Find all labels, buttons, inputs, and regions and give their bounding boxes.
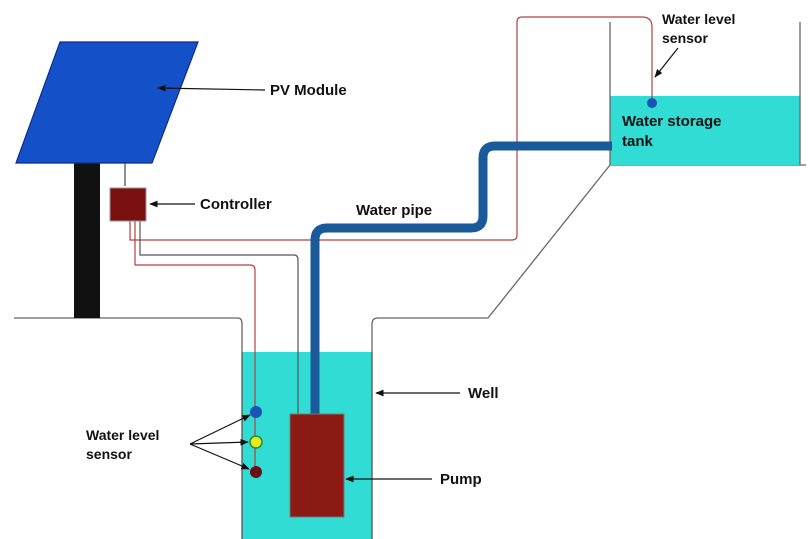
label-tank-line1: Water storage [622,113,721,130]
arrow-tank-sensor [654,47,679,78]
label-pump: Pump [440,471,482,488]
label-well-sensor-line1: Water level [86,427,159,443]
label-well: Well [468,385,499,402]
pv-pole [74,162,100,318]
label-tank-sensor-line2: sensor [662,30,708,46]
tank-level-sensor [647,98,657,108]
label-tank-sensor-line1: Water level [662,11,735,27]
water-pipe [310,141,612,414]
pv-panel [15,41,199,164]
label-well-sensor-line2: sensor [86,446,132,462]
ground-line [14,317,243,352]
arrow-well-sensor-yellow [189,438,249,446]
arrow-well-sensor-blue [189,414,251,445]
arrow-well-sensor-dark-red [189,443,250,470]
controller-box [109,187,147,222]
arrow-pv-module [157,84,266,92]
label-water-pipe: Water pipe [356,202,432,219]
label-pv-module: PV Module [270,82,347,99]
terrain-slope [371,164,806,352]
label-tank-line2: tank [622,133,654,150]
wire-controller-well-sensor [134,221,256,472]
well-sensor-blue [250,406,262,418]
wire-controller-tank-sensor [129,16,653,241]
storage-tank [609,22,801,165]
well-sensor-dark-red [250,466,262,478]
well-sensor-yellow [249,435,263,449]
label-controller: Controller [200,196,272,213]
pump [289,413,345,518]
wire-controller-pump [139,221,299,414]
tank-water [610,96,800,165]
